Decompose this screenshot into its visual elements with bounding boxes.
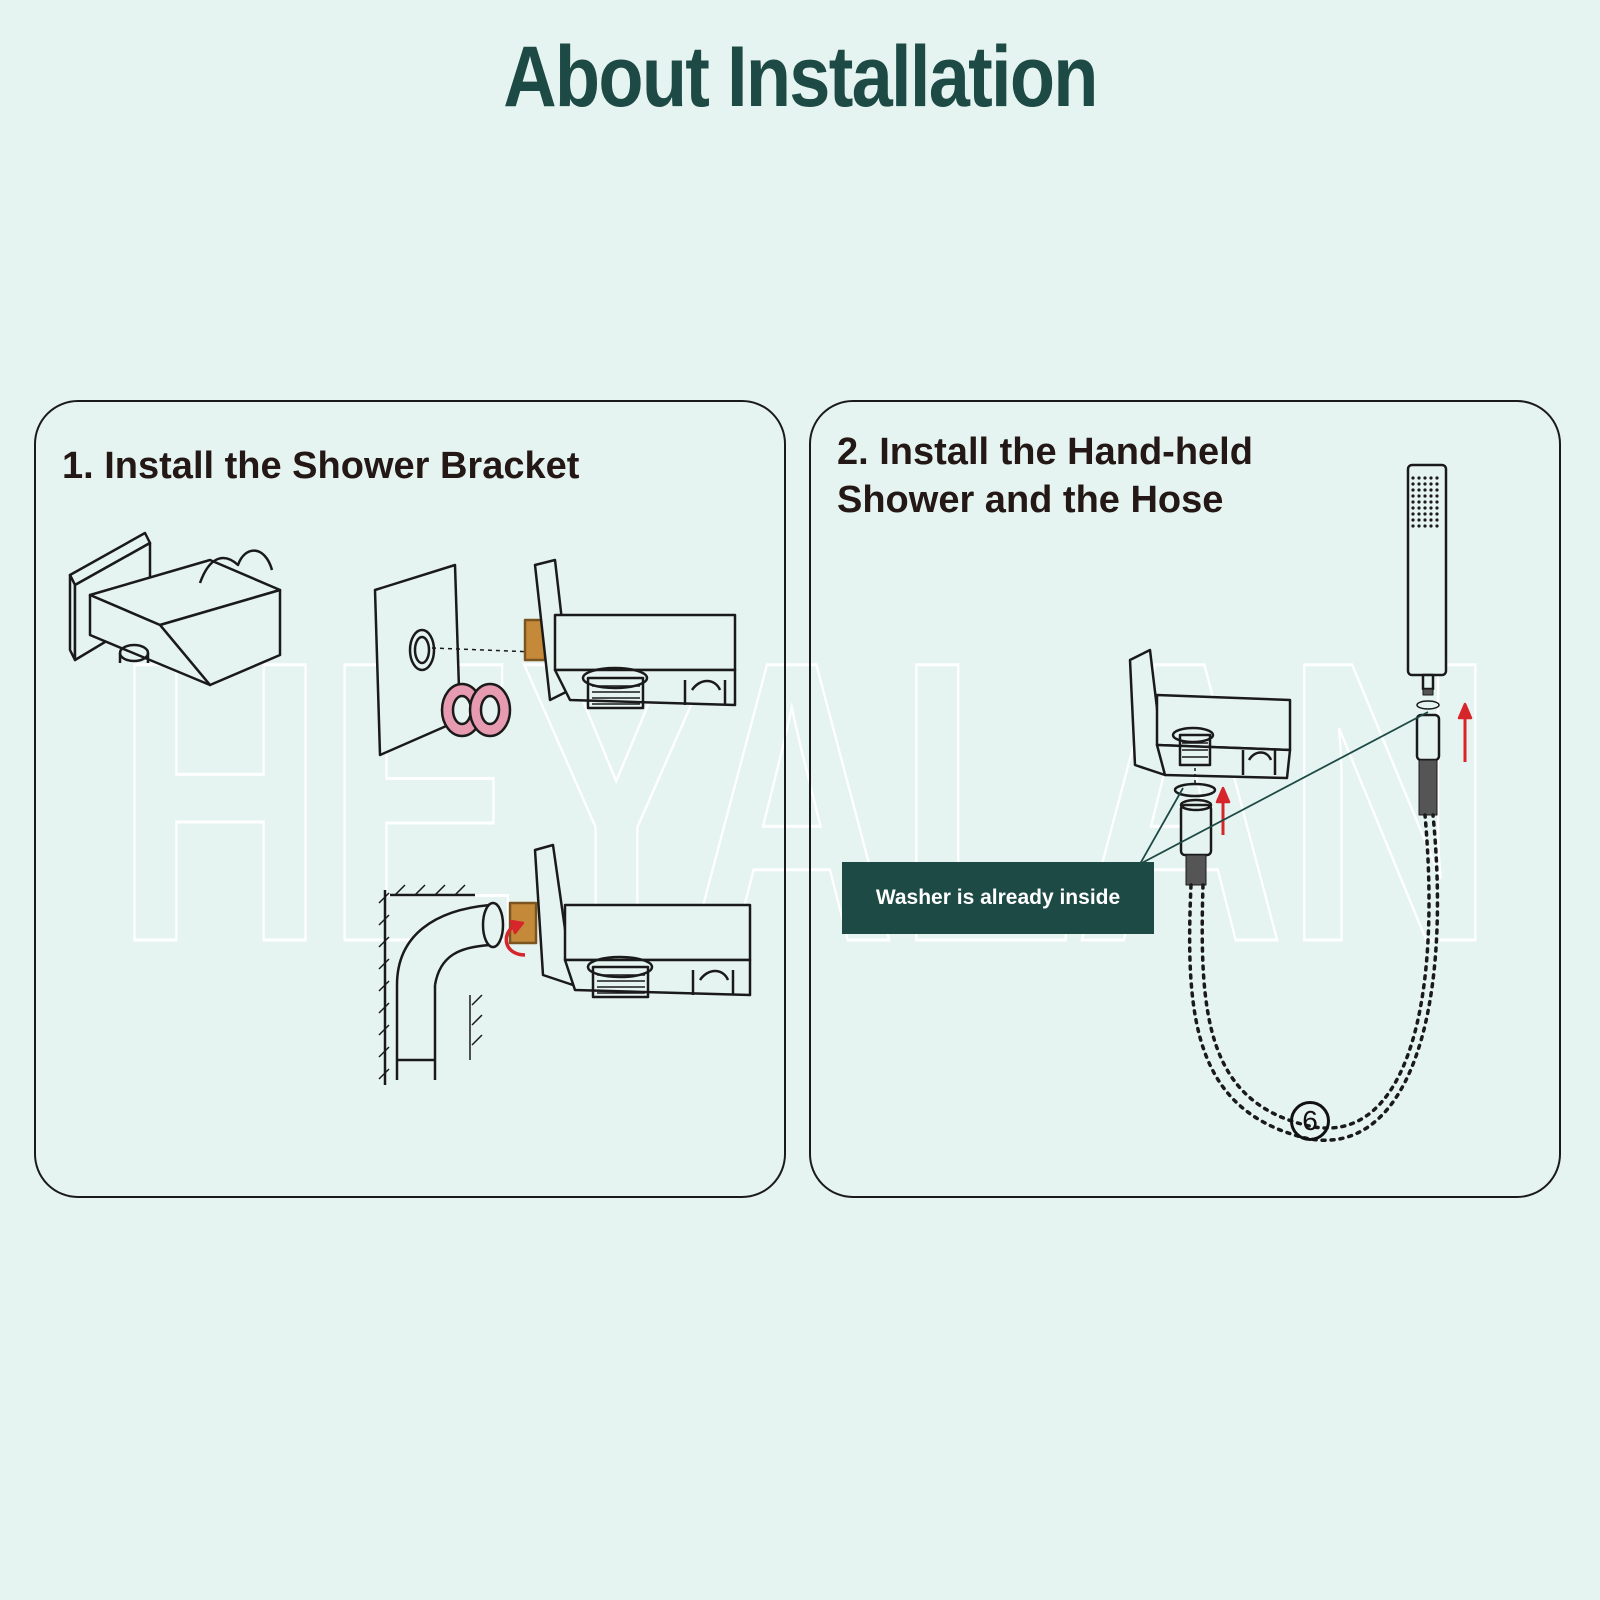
washer-callout-label: Washer is already inside (842, 862, 1154, 934)
plate-hole (408, 628, 436, 672)
assembled-bracket-illustration (68, 531, 282, 687)
wall-mount-exploded-illustration (373, 558, 737, 757)
pipe-connection-illustration (378, 843, 752, 1085)
spray-nozzles (1411, 476, 1439, 528)
step-2-title-line1: 2. Install the Hand-held (837, 431, 1253, 473)
page-title: About Installation (503, 29, 1098, 125)
step-2-panel: 2. Install the Hand-held Shower and the … (809, 400, 1561, 1198)
washer (1173, 782, 1217, 798)
hose-step-number: 6 (1290, 1101, 1330, 1141)
step-2-title-line2: Shower and the Hose (837, 479, 1224, 521)
handheld-shower-hose-illustration (1128, 463, 1473, 1142)
step-2-title: 2. Install the Hand-held Shower and the … (837, 428, 1357, 524)
step-1-title: 1. Install the Shower Bracket (62, 445, 580, 487)
step-1-panel: 1. Install the Shower Bracket (34, 400, 786, 1198)
